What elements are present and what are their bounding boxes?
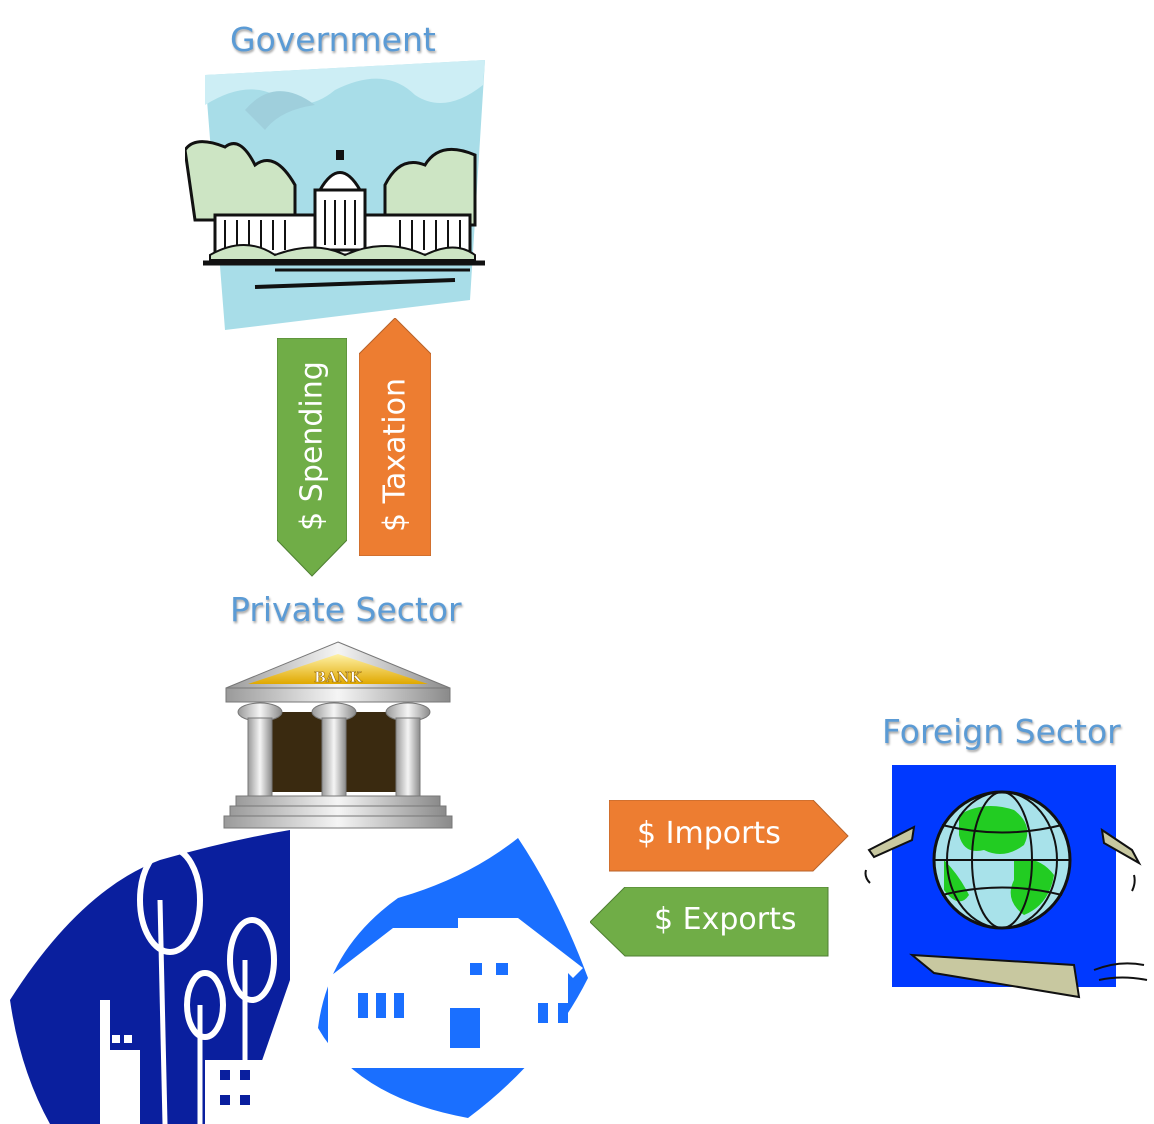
taxation-flow-arrow: $ Taxation [359, 318, 431, 556]
spending-flow-arrow: $ Spending [277, 338, 347, 578]
taxation-label: $ Taxation [377, 378, 413, 532]
imports-label: $ Imports [637, 816, 781, 851]
government-title: Government [230, 20, 436, 59]
exports-flow-arrow: $ Exports [590, 887, 829, 957]
house-icon [318, 838, 588, 1118]
foreign-sector-title: Foreign Sector [882, 712, 1121, 751]
spending-label: $ Spending [294, 361, 330, 531]
arrow-down-shape [277, 338, 347, 577]
imports-flow-arrow: $ Imports [609, 800, 849, 872]
arrow-up-shape [359, 318, 431, 556]
wind-turbine-factory-icon [10, 830, 308, 1124]
bank-sign-text: BANK [314, 670, 362, 686]
arrow-left-shape [590, 887, 829, 957]
exports-label: $ Exports [654, 902, 797, 937]
arrow-right-shape [609, 800, 849, 872]
private-sector-title: Private Sector [230, 590, 462, 629]
capitol-building-icon [185, 60, 485, 330]
globe-money-icon [864, 765, 1148, 999]
bank-building-icon: BANK [223, 641, 453, 829]
